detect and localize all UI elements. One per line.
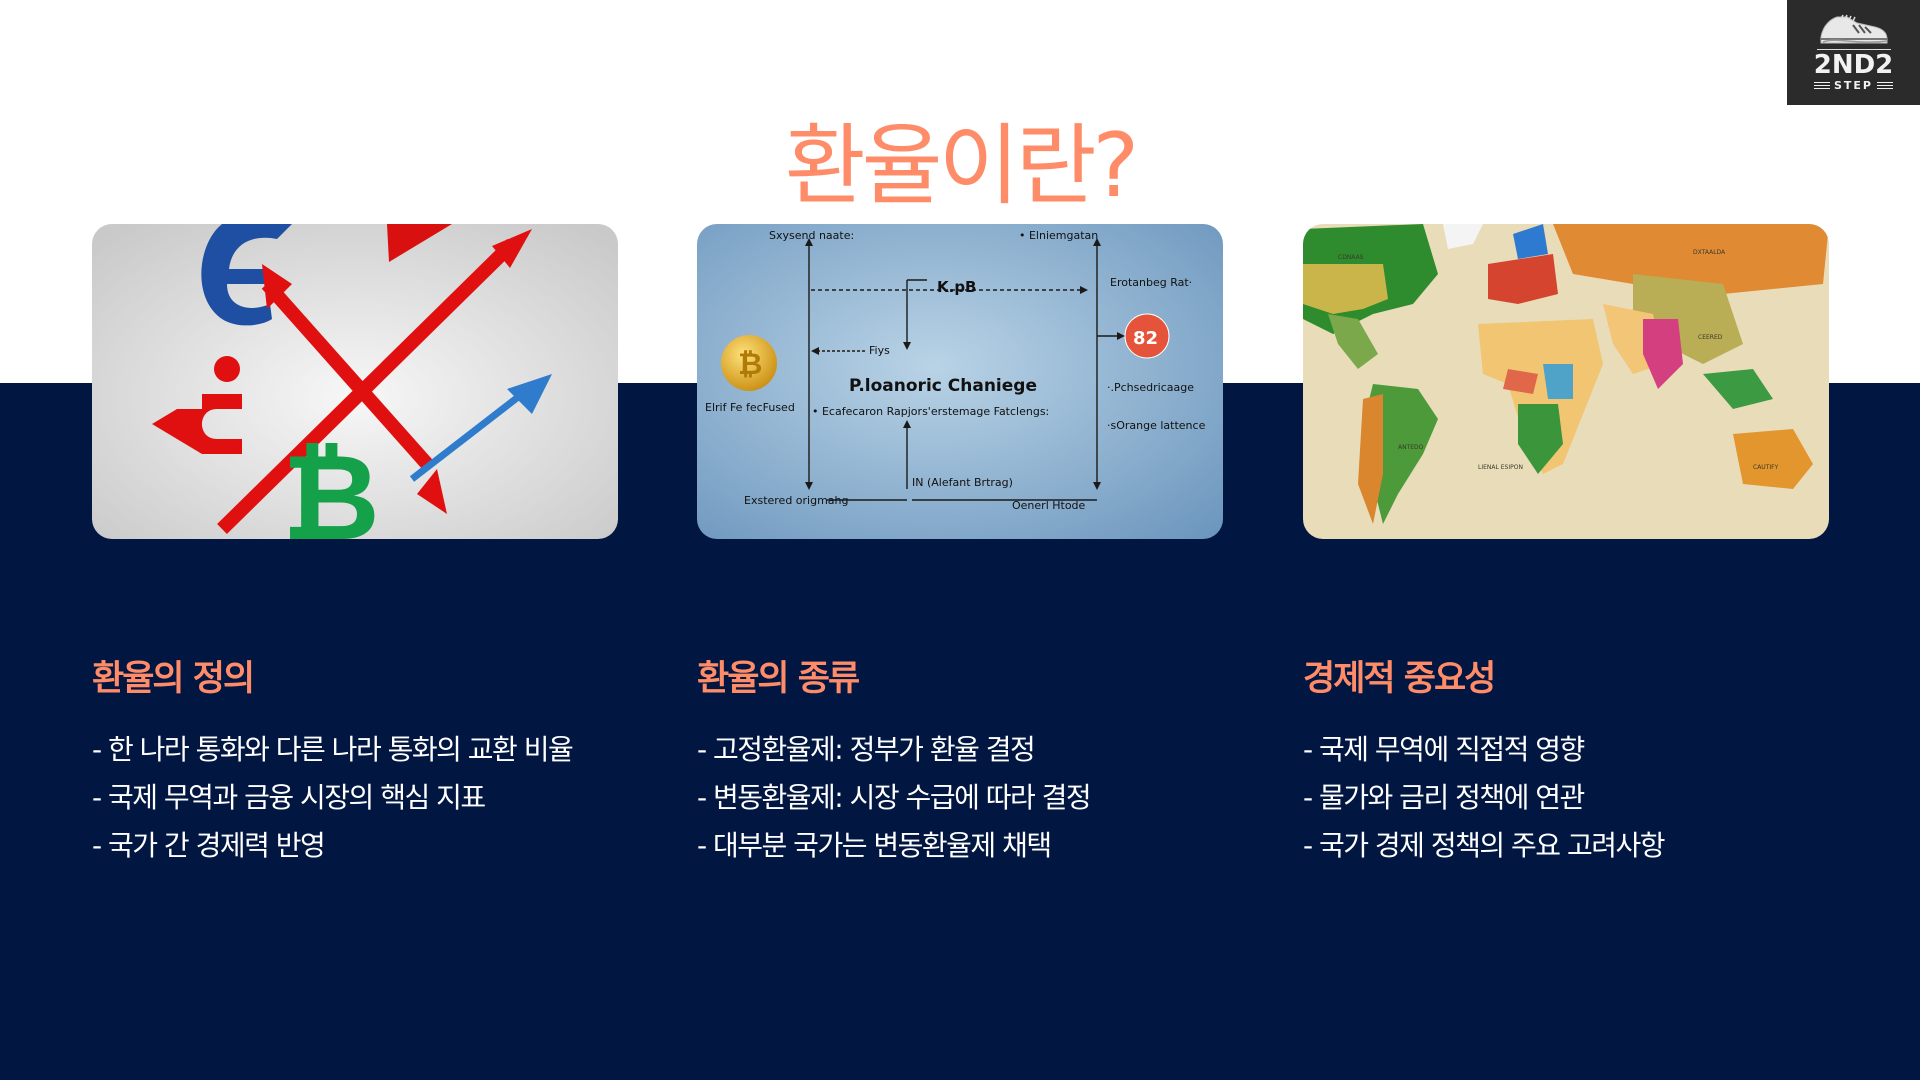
bullet-item: - 고정환율제: 정부가 환율 결정: [697, 733, 1036, 766]
bitcoin-icon: ₿: [282, 429, 380, 539]
svg-text:• Ecafecaron Rapjors'erstemage: • Ecafecaron Rapjors'erstemage Fatclengs…: [812, 405, 1049, 418]
section-heading: 환율의 정의: [92, 659, 255, 699]
badge-value: 82: [1133, 328, 1158, 349]
svg-text:• Elniemgatan: • Elniemgatan: [1019, 229, 1098, 242]
euro-icon: [201, 224, 292, 326]
svg-text:CEERED: CEERED: [1698, 334, 1723, 341]
section-definition: 환율의 정의 - 한 나라 통화와 다른 나라 통화의 교환 비율 - 국제 무…: [92, 654, 652, 870]
card-image-world-map: CDNAAS DXTAALDA CEERED ANTEDO LIENAL ESIPO…: [1303, 224, 1829, 539]
section-heading: 환율의 종류: [697, 659, 860, 699]
logo-sub-text: STEP: [1833, 79, 1873, 92]
svg-text:P.loanoric Chaniege: P.loanoric Chaniege: [849, 376, 1037, 396]
svg-text:IN (Alefant Brtrag): IN (Alefant Brtrag): [912, 476, 1013, 489]
world-map-illustration: CDNAAS DXTAALDA CEERED ANTEDO LIENAL ESIPO…: [1303, 224, 1829, 539]
section-economic-importance: 경제적 중요성 - 국제 무역에 직접적 영향 - 물가와 금리 정책에 연관 …: [1303, 654, 1863, 870]
bullet-item: - 국가 간 경제력 반영: [92, 829, 326, 862]
svg-text:Sxysend naate:: Sxysend naate:: [769, 229, 854, 242]
logo-lines-left: [1813, 82, 1830, 89]
bullet-list: - 국제 무역에 직접적 영향 - 물가와 금리 정책에 연관 - 국가 경제 …: [1303, 726, 1863, 870]
svg-text:·.Pchsedricaage: ·.Pchsedricaage: [1107, 381, 1194, 394]
section-heading: 경제적 중요성: [1303, 659, 1496, 699]
bullet-item: - 물가와 금리 정책에 연관: [1303, 781, 1585, 814]
logo-divider: [1816, 49, 1891, 50]
svg-text:DXTAALDA: DXTAALDA: [1693, 249, 1726, 256]
bullet-item: - 변동환율제: 시장 수급에 따라 결정: [697, 781, 1092, 814]
bullet-item: - 국제 무역에 직접적 영향: [1303, 733, 1585, 766]
svg-text:LIENAL ESIPON: LIENAL ESIPON: [1478, 464, 1523, 471]
svg-text:ANTEDO: ANTEDO: [1398, 444, 1424, 451]
logo-sub: STEP: [1813, 79, 1893, 92]
svg-text:Erotanbeg Rat·: Erotanbeg Rat·: [1110, 276, 1192, 289]
svg-text:K.pB: K.pB: [937, 278, 977, 296]
brand-logo: 2ND2 STEP: [1787, 0, 1920, 105]
logo-brand-text: 2ND2: [1813, 50, 1894, 80]
bullet-list: - 한 나라 통화와 다른 나라 통화의 교환 비율 - 국제 무역과 금융 시…: [92, 726, 652, 870]
section-types: 환율의 종류 - 고정환율제: 정부가 환율 결정 - 변동환율제: 시장 수급…: [697, 654, 1257, 870]
svg-text:·sOrange lattence: ·sOrange lattence: [1107, 419, 1206, 432]
page-title: 환율이란?: [784, 113, 1140, 217]
svg-text:₿: ₿: [738, 347, 762, 382]
svg-text:Exstered origmahg: Exstered origmahg: [744, 494, 849, 507]
card-image-exchange-diagram: Sxysend naate: • Elniemgatan K.pB Erotan…: [697, 224, 1223, 539]
bitcoin-coin-icon: [721, 335, 777, 391]
currency-arrows-illustration: ₿: [92, 224, 618, 539]
exchange-diagram-illustration: Sxysend naate: • Elniemgatan K.pB Erotan…: [697, 224, 1223, 539]
svg-text:CAUTIFY: CAUTIFY: [1753, 464, 1779, 471]
card-image-currency-arrows: ₿: [92, 224, 618, 539]
bullet-list: - 고정환율제: 정부가 환율 결정 - 변동환율제: 시장 수급에 따라 결정…: [697, 726, 1257, 870]
svg-text:Oenerl Htode: Oenerl Htode: [1012, 499, 1086, 512]
svg-text:Fiys: Fiys: [869, 344, 890, 357]
svg-text:CDNAAS: CDNAAS: [1338, 254, 1364, 261]
svg-text:Elrif Fe fecFused: Elrif Fe fecFused: [705, 401, 795, 414]
bullet-item: - 대부분 국가는 변동환율제 채택: [697, 829, 1052, 862]
bullet-item: - 국제 무역과 금융 시장의 핵심 지표: [92, 781, 486, 814]
sneaker-icon: [1820, 14, 1887, 44]
bullet-item: - 한 나라 통화와 다른 나라 통화의 교환 비율: [92, 733, 574, 766]
logo-lines-right: [1877, 82, 1893, 89]
bullet-item: - 국가 경제 정책의 주요 고려사항: [1303, 829, 1666, 862]
